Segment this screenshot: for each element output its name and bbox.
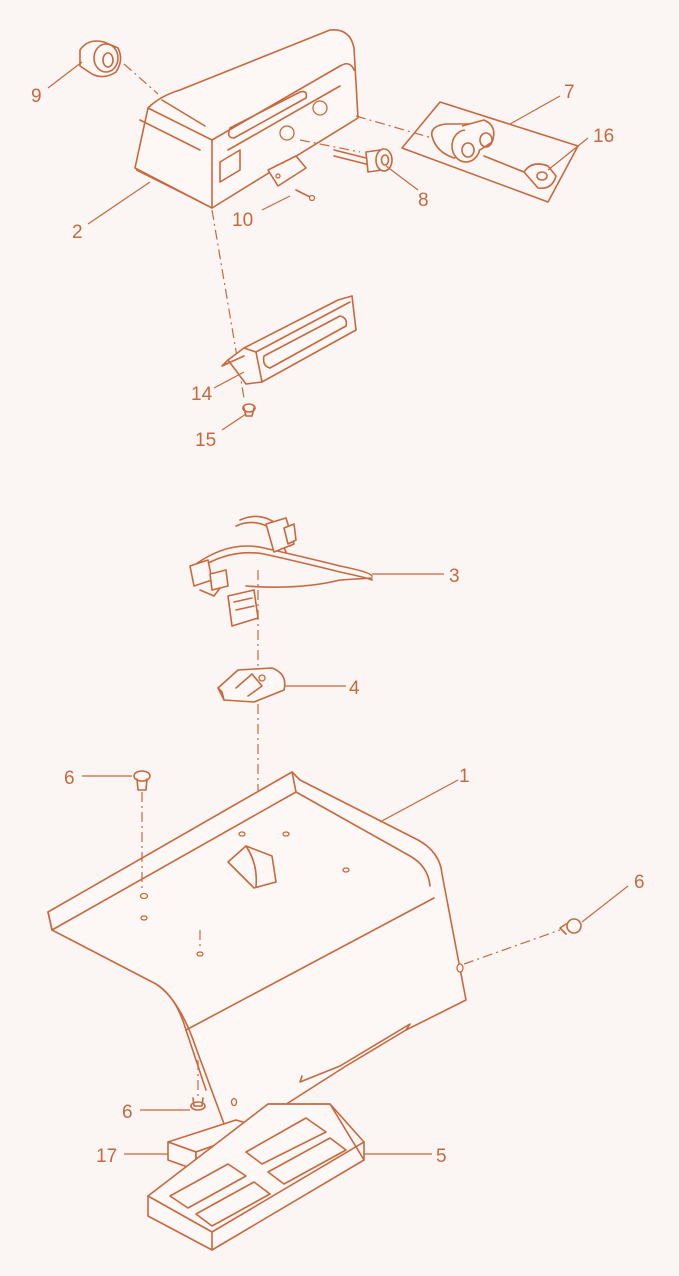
part-16-key (523, 163, 557, 190)
axis-housing-display (211, 209, 245, 399)
part-6-screw-right (559, 918, 582, 935)
part-3-harness (189, 515, 373, 627)
axis-9 (123, 63, 159, 95)
part-5-tray (147, 1103, 365, 1251)
callout-5: 5 (436, 1146, 447, 1167)
part-1-panel (47, 771, 467, 1141)
leader-lines (47, 61, 629, 1155)
callout-6-top: 6 (64, 768, 75, 789)
part-2-housing (134, 29, 359, 209)
callout-4: 4 (349, 678, 360, 699)
part-9-knob (79, 40, 122, 78)
axis-6-right (463, 929, 561, 965)
callout-10: 10 (232, 210, 253, 231)
callout-1: 1 (459, 766, 470, 787)
part-14-display (221, 295, 357, 385)
callout-17: 17 (96, 1146, 117, 1167)
callout-3: 3 (449, 566, 460, 587)
callout-7: 7 (564, 82, 575, 103)
callout-9: 9 (31, 86, 42, 107)
callout-6-right: 6 (634, 872, 645, 893)
part-10-plate (267, 155, 316, 202)
part-15-screw (242, 403, 256, 417)
part-4-bracket (217, 667, 286, 703)
callout-8: 8 (418, 190, 429, 211)
callout-15: 15 (195, 430, 216, 451)
part-7-switch (355, 101, 579, 203)
callout-16: 16 (593, 126, 614, 147)
callout-6-bottom: 6 (122, 1102, 133, 1123)
callout-14: 14 (191, 384, 213, 405)
part-6-screw-bottom (190, 1097, 206, 1111)
callout-2: 2 (72, 222, 83, 243)
part-8-socket (299, 139, 393, 173)
part-6-screw-top (133, 770, 151, 791)
